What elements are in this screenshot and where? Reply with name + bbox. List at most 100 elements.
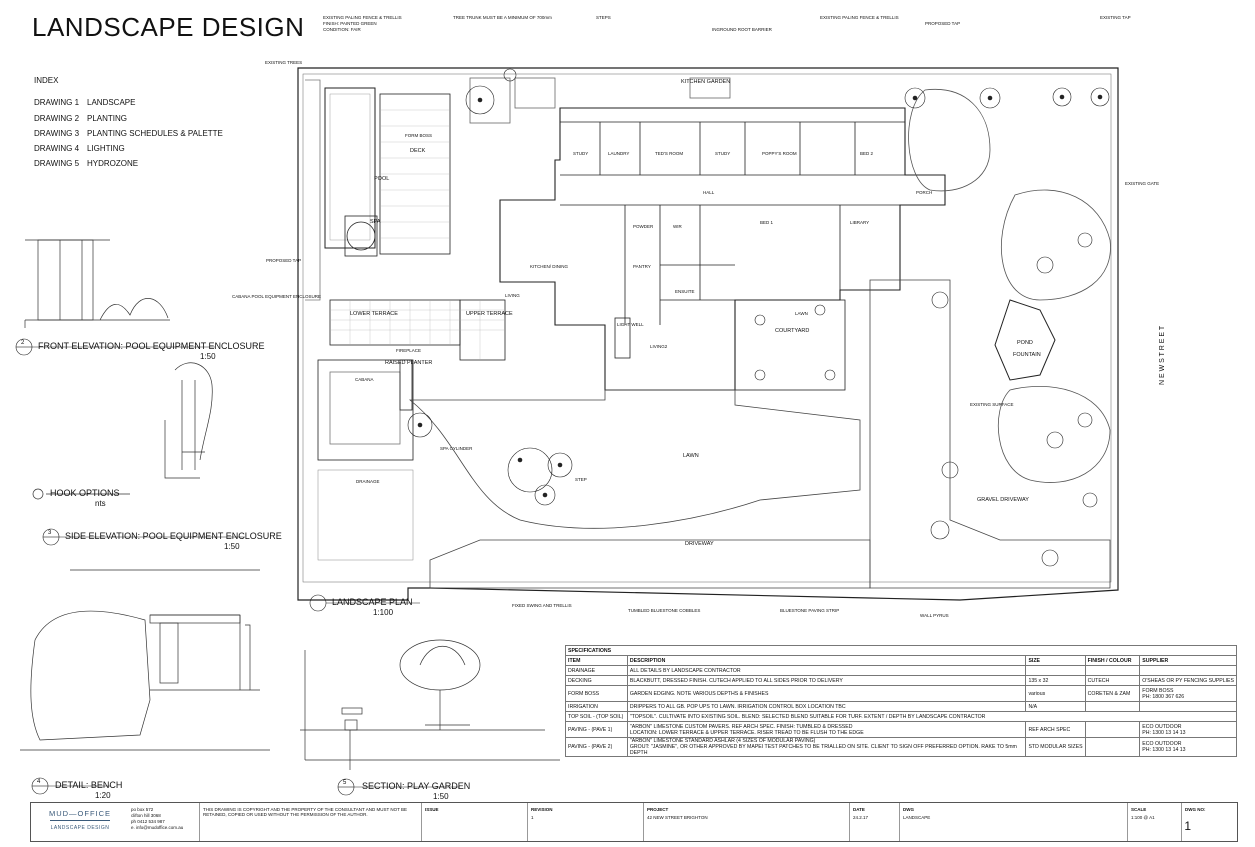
label-study: STUDY: [573, 151, 589, 156]
note: FORM BOSS: [405, 133, 433, 138]
side-elevation-drawing: [164, 362, 213, 479]
hook-options-title: HOOK OPTIONS: [50, 488, 120, 498]
note: EXISTING SURFACE: [970, 402, 1014, 407]
label-light-well: LIGHT WELL: [617, 322, 644, 327]
dwgno-label: DWG NO:: [1185, 807, 1206, 812]
label-laundry: LAUNDRY: [608, 151, 630, 156]
label-hall: HALL: [703, 190, 715, 195]
label-lawn-courtyard: LAWN: [795, 311, 808, 316]
side-elevation-title: SIDE ELEVATION: POOL EQUIPMENT ENCLOSURE: [65, 531, 282, 541]
label-library: LIBRARY: [850, 220, 870, 225]
note: STEPS: [596, 15, 611, 20]
bench-num: 4: [37, 779, 41, 785]
play-garden-title: SECTION: PLAY GARDEN: [362, 781, 471, 791]
note: WALL PYRUS: [920, 613, 949, 618]
label-fireplace: FIREPLACE: [396, 348, 422, 353]
note: INGROUND ROOT BARRIER: [712, 27, 772, 32]
hook-options-scale: nts: [95, 499, 106, 508]
bench-scale: 1:20: [95, 791, 111, 800]
note: CABANA POOL EQUIPMENT ENCLOSURE: [232, 294, 322, 299]
revision-value: 1: [531, 815, 534, 820]
contact-email: e. info@mudoffice.com.au: [131, 825, 184, 830]
scale-label: SCALE: [1131, 807, 1147, 812]
label-cabana: CABANA: [355, 377, 374, 382]
landscape-plan-title: LANDSCAPE PLAN: [332, 597, 413, 607]
play-garden-scale: 1:50: [433, 792, 449, 801]
dwg-label: DWG: [903, 807, 914, 812]
label-fountain: FOUNTAIN: [1013, 352, 1041, 358]
play-garden-section-drawing: [300, 639, 560, 770]
label-upper-terrace: UPPER TERRACE: [466, 311, 513, 317]
landscape-plan-scale: 1:100: [373, 608, 394, 617]
label-courtyard: COURTYARD: [775, 328, 810, 334]
front-elevation-title: FRONT ELEVATION: POOL EQUIPMENT ENCLOSUR…: [38, 341, 265, 351]
label-driveway: DRIVEWAY: [685, 541, 714, 547]
label-wir: WIR: [673, 224, 682, 229]
project-value: 42 NEW STREET BRIGHTON: [647, 815, 708, 820]
spec-row: TOP SOIL - (TOP SOIL)"TOPSOIL". CULTIVAT…: [565, 711, 1238, 722]
index-heading: INDEX: [34, 76, 59, 85]
label-living2: LIVING2: [650, 344, 668, 349]
title-block: MUD—OFFICE LANDSCAPE DESIGN po box 572 c…: [30, 802, 1238, 842]
label-powder: POWDER: [633, 224, 654, 229]
label-pond: POND: [1017, 340, 1033, 346]
brand-logo: MUD—OFFICE LANDSCAPE DESIGN: [48, 809, 112, 831]
label-lawn: LAWN: [683, 453, 699, 459]
label-ensuite: ENSUITE: [675, 289, 695, 294]
note: TUMBLED BLUESTONE COBBLES: [628, 608, 701, 613]
spec-row: PAVING - (PAVE 1) "ARBON" LIMESTONE CUST…: [565, 721, 1237, 738]
project-label: PROJECT: [647, 807, 669, 812]
label-deck: DECK: [410, 148, 426, 154]
label-kitchen: KITCHEN/ DINING: [530, 264, 569, 269]
label-bed2: BED 2: [860, 151, 874, 156]
label-teds-room: TED'S ROOM: [655, 151, 684, 156]
note: PROPOSED TAP: [925, 21, 961, 26]
note: EXISTING TAP: [1100, 15, 1131, 20]
label-lower-terrace: LOWER TERRACE: [350, 311, 398, 317]
date-label: DATE: [853, 807, 865, 812]
date-value: 24.2.17: [853, 815, 869, 820]
label-gravel-driveway: GRAVEL DRIVEWAY: [977, 497, 1029, 503]
label-spa: SPA: [370, 219, 381, 225]
label-pool: POOL: [374, 176, 390, 182]
note: FINISH: PAINTED GREEN: [323, 21, 377, 26]
bench-detail-drawing: [20, 569, 270, 751]
play-garden-num: 5: [343, 780, 347, 786]
label-street: N E W S T R E E T: [1159, 325, 1166, 385]
label-drainage: DRAINAGE: [356, 479, 380, 484]
front-elevation-num: 2: [21, 340, 25, 346]
label-study2: STUDY: [715, 151, 731, 156]
label-porch: PORCH: [916, 190, 933, 195]
contact-suburb: clifton hill 3068: [131, 813, 161, 818]
bench-title: DETAIL: BENCH: [55, 780, 123, 790]
front-elevation-drawing: [24, 239, 170, 328]
tree-symbols: [407, 68, 1110, 567]
label-poppys-room: POPPY'S ROOM: [762, 151, 797, 156]
label-pantry: PANTRY: [633, 264, 651, 269]
side-elevation-scale: 1:50: [224, 542, 240, 551]
note: FIXED SWING AND TRELLIS: [512, 603, 572, 608]
note: TREE TRUNK MUST BE A MINIMUM OF 700mm: [453, 15, 552, 20]
copyright-disclaimer: THIS DRAWING IS COPYRIGHT AND THE PROPER…: [203, 807, 408, 817]
sheet-title: LANDSCAPE DESIGN: [32, 12, 305, 42]
dwg-value: LANDSCAPE: [903, 815, 931, 820]
note: STEP: [575, 477, 587, 482]
label-bed1: BED 1: [760, 220, 774, 225]
issue-label: ISSUE: [425, 807, 439, 812]
label-kitchen-garden: KITCHEN GARDEN: [681, 79, 731, 85]
landscape-plan-marker: [309, 594, 327, 612]
label-proposed-tap: PROPOSED TAP: [266, 258, 302, 263]
note: EXISTING TREES: [265, 60, 303, 65]
note: BLUESTONE PAVING STRIP: [780, 608, 840, 613]
note: EXISTING PALING FENCE & TRELLIS: [323, 15, 402, 20]
note: SPA CYLINDER: [440, 446, 473, 451]
